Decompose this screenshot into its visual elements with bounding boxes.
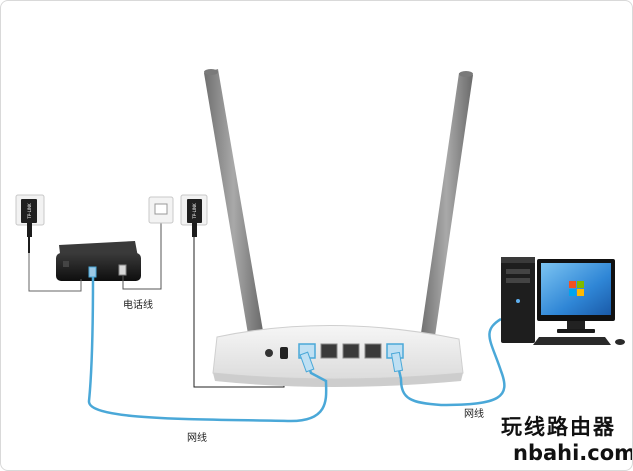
pc-monitor [537, 259, 615, 333]
wall-plate-left-cord [27, 223, 32, 237]
wall-plate-left-logo: TP-LINK [27, 203, 32, 220]
network-cable-label-right: 网线 [464, 405, 484, 420]
wall-plate-left: TP-LINK [16, 195, 44, 237]
router-power-adapter-logo: TP-LINK [192, 203, 197, 220]
antenna-left-tip [204, 69, 218, 75]
monitor-neck [567, 321, 585, 329]
watermark-chinese: 玩线路由器 [501, 411, 616, 441]
router-antenna-right [420, 73, 473, 343]
pc-power-led [516, 299, 520, 303]
keyboard [533, 337, 611, 345]
router-power-jack [265, 349, 273, 357]
router-lan-port-2 [343, 344, 359, 358]
network-cable-label-left: 网线 [187, 429, 207, 444]
pc-tower [501, 257, 535, 343]
wireless-router [213, 325, 463, 387]
phone-line-label: 电话线 [123, 296, 153, 311]
windows-logo-red [569, 281, 576, 288]
modem-port-dsl [63, 261, 69, 267]
mouse [615, 339, 625, 345]
watermark-domain: nbahi.com [513, 441, 633, 465]
antenna-right-tip [459, 71, 473, 77]
pc-drive-bay-2 [506, 278, 530, 283]
router-power-button [280, 347, 288, 359]
windows-logo-yellow [577, 289, 584, 296]
router-body [213, 325, 463, 379]
router-lan-port-3 [365, 344, 381, 358]
router-antenna-left [204, 69, 263, 334]
modem-port-phone [119, 265, 126, 275]
phone-wall-socket [149, 197, 173, 223]
modem-port-lan [89, 267, 96, 277]
router-power-adapter-cord-top [192, 223, 197, 237]
router-power-plate: TP-LINK [181, 195, 207, 237]
pc-drive-bay-1 [506, 269, 530, 274]
pc-tower-top [501, 257, 535, 263]
monitor-stand [557, 329, 595, 333]
phone-socket-port [155, 204, 167, 214]
adsl-modem [56, 241, 141, 281]
windows-logo-blue [569, 289, 576, 296]
windows-logo-green [577, 281, 584, 288]
router-lan-port-1 [321, 344, 337, 358]
